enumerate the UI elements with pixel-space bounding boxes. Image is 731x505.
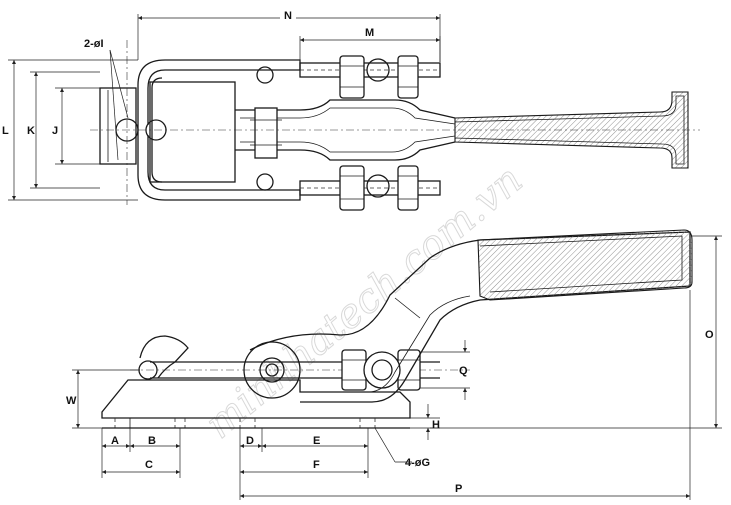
dim-label-a: A	[111, 435, 119, 447]
dim-label-q: Q	[459, 365, 468, 377]
dim-label-f: F	[313, 459, 320, 471]
body-block-top	[149, 81, 236, 183]
dim-label-m: M	[365, 27, 374, 39]
nut-side-2	[397, 349, 421, 391]
dim-label-l: L	[2, 125, 9, 137]
side-view: O Q W H A B C D E F	[66, 229, 722, 500]
dim-label-e: E	[313, 435, 320, 447]
nut-side-1	[341, 349, 367, 391]
dim-label-d: D	[246, 435, 254, 447]
nut-top-1	[339, 55, 365, 99]
lever-arm	[249, 231, 691, 403]
pivot-link	[243, 341, 301, 399]
dim-label-c: C	[145, 459, 153, 471]
hole-note-top: 2-øI	[84, 38, 104, 50]
top-view: N M 2-øI L K J	[2, 8, 700, 211]
hole-note-side: 4-øG	[405, 457, 430, 469]
hook-latch	[139, 335, 189, 379]
dim-label-h: H	[432, 419, 440, 431]
nut-bottom-1	[339, 165, 365, 211]
dim-label-b: B	[148, 435, 156, 447]
dim-label-w: W	[66, 395, 77, 407]
base-plate-top	[99, 87, 137, 165]
nut-bottom-2	[397, 165, 419, 211]
dim-label-n: N	[284, 10, 292, 22]
dim-label-o: O	[705, 329, 714, 341]
dim-label-k: K	[27, 125, 35, 137]
dim-label-p: P	[455, 483, 462, 495]
nut-top-2	[397, 55, 419, 99]
dim-label-j: J	[52, 125, 58, 137]
